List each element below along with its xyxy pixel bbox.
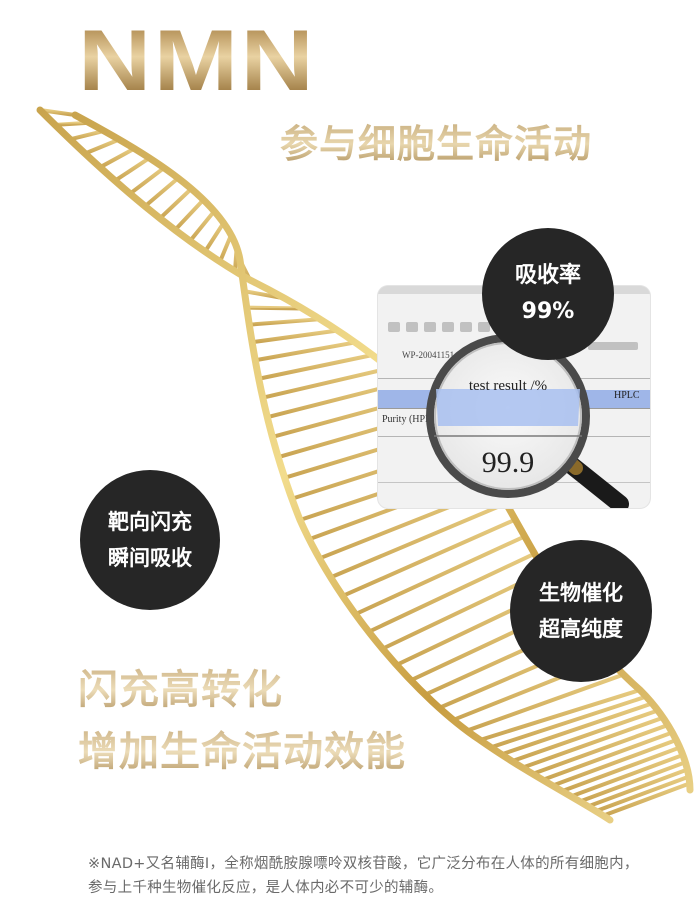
helix-rung bbox=[499, 701, 655, 757]
badge-purity-line1: 生物催化 bbox=[539, 581, 623, 605]
helix-rung bbox=[68, 128, 107, 142]
badge-targeted-absorption: 靶向闪充 瞬间吸收 bbox=[80, 470, 220, 610]
helix-rung bbox=[577, 760, 688, 804]
helix-rung bbox=[569, 752, 685, 799]
helix-rung bbox=[328, 501, 509, 580]
report-method-label: HPLC bbox=[614, 390, 640, 401]
helix-rung bbox=[247, 317, 323, 327]
badge-targeted-line2: 瞬间吸收 bbox=[108, 546, 192, 570]
helix-rung bbox=[128, 165, 167, 196]
helix-rung bbox=[158, 186, 194, 221]
badge-absorption: 吸收率 99% bbox=[482, 228, 614, 360]
helix-rung bbox=[540, 730, 675, 782]
badge-purity: 生物催化 超高纯度 bbox=[510, 540, 652, 682]
helix-rung bbox=[530, 723, 670, 776]
helix-rung bbox=[601, 781, 692, 818]
helix-rung bbox=[550, 738, 679, 788]
report-row-label: Purity (HPLC bbox=[382, 414, 438, 425]
helix-rung bbox=[488, 694, 649, 750]
helix-rung bbox=[366, 551, 537, 634]
magnifier-value: 99.9 bbox=[481, 446, 535, 479]
helix-rung bbox=[203, 220, 226, 254]
helix-rung bbox=[464, 672, 626, 733]
helix-rung bbox=[98, 146, 137, 170]
helix-rung bbox=[260, 366, 392, 400]
headline: 参与细胞生命活动 bbox=[280, 122, 593, 166]
report-doc-code: WP-20041151-FX-05 bbox=[402, 350, 481, 360]
badge-purity-line2: 超高纯度 bbox=[539, 617, 623, 641]
badge-absorption-line2: 99% bbox=[521, 299, 575, 324]
helix-rung bbox=[218, 232, 234, 264]
slogan-line-2: 增加生命活动效能 bbox=[78, 729, 406, 775]
helix-rung bbox=[173, 197, 206, 232]
helix-rung bbox=[253, 340, 358, 363]
helix-rung bbox=[586, 767, 690, 809]
nmn-logo: NMN bbox=[78, 13, 317, 109]
helix-rung bbox=[38, 108, 77, 117]
helix-rung bbox=[353, 534, 527, 617]
helix-rung bbox=[113, 156, 152, 183]
badge-targeted-line1: 靶向闪充 bbox=[108, 510, 192, 534]
helix-rung bbox=[478, 688, 642, 742]
helix-rung bbox=[83, 137, 122, 156]
helix-rung bbox=[256, 353, 375, 381]
footnote: ※NAD+又名辅酶I，全称烟酰胺腺嘌呤双核苷酸，它广泛分布在人体的所有细胞内，参… bbox=[88, 856, 639, 896]
helix-rung bbox=[593, 774, 691, 814]
helix-rung bbox=[509, 708, 660, 764]
helix-rung bbox=[188, 209, 217, 244]
badge-absorption-line1: 吸收率 bbox=[514, 263, 581, 288]
helix-rung bbox=[250, 328, 340, 345]
helix-rung bbox=[559, 745, 682, 794]
helix-rung bbox=[520, 715, 666, 770]
magnifier-label: test result /% bbox=[468, 378, 548, 394]
helix-rung bbox=[143, 176, 181, 209]
helix-rung bbox=[340, 517, 518, 598]
helix-rung bbox=[244, 305, 305, 311]
slogan-line-1: 闪充高转化 bbox=[78, 667, 283, 713]
